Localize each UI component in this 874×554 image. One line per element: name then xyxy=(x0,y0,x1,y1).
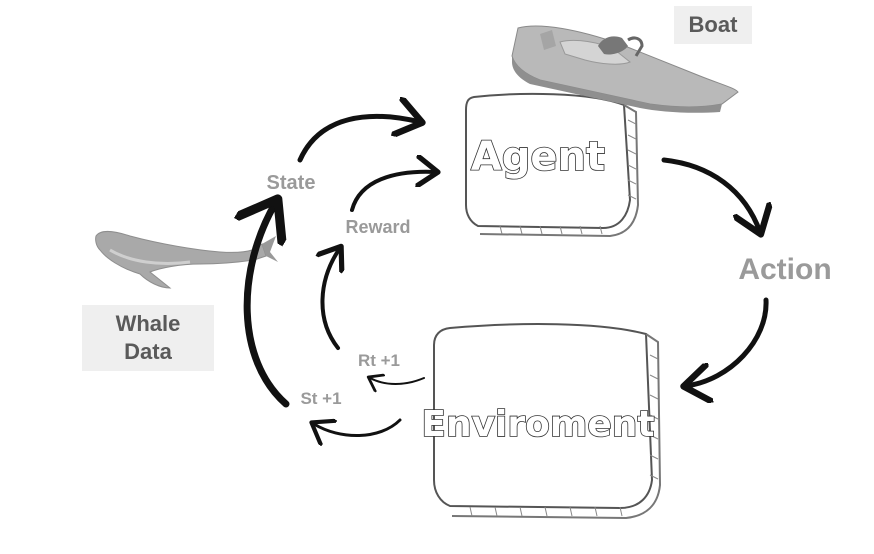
agent-node: Agent xyxy=(465,92,640,238)
agent-label: Agent xyxy=(471,134,605,180)
arrow-st-to-state xyxy=(247,202,290,408)
arrow-agent-to-action xyxy=(661,157,760,232)
arrow-rt-to-reward xyxy=(322,248,340,350)
st-label: St +1 xyxy=(300,389,341,408)
arrow-environment-to-st xyxy=(314,418,402,436)
action-label: Action xyxy=(738,253,831,286)
boat-label: Boat xyxy=(674,6,752,44)
arrow-action-to-environment xyxy=(686,297,769,386)
reward-label: Reward xyxy=(345,217,410,237)
whale-data-label: Whale Data xyxy=(82,305,214,371)
environment-node: Enviroment xyxy=(421,323,662,520)
state-label: State xyxy=(267,172,316,194)
whale-label-line1: Whale xyxy=(115,311,181,336)
speedboat-image xyxy=(511,25,739,113)
arrow-environment-to-rt xyxy=(370,378,425,384)
arrow-state-to-agent xyxy=(297,116,420,163)
rt-label: Rt +1 xyxy=(358,351,400,370)
environment-label: Enviroment xyxy=(421,404,654,445)
arrow-reward-to-agent xyxy=(350,172,436,212)
whale-label-line2: Data xyxy=(124,339,172,364)
